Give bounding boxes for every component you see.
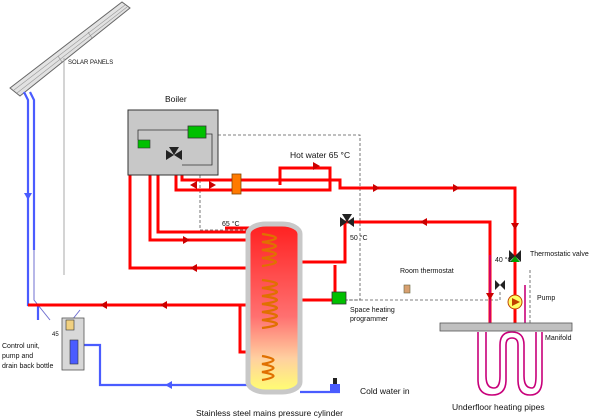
- manifold-label: Manifold: [545, 335, 572, 342]
- cylinder: [245, 221, 303, 395]
- temp-50-label: 50 °C: [350, 234, 368, 242]
- thermostatic-valve-icon: [509, 250, 521, 262]
- solar-panel: [9, 1, 131, 275]
- control-unit-label-line2: pump and: [2, 353, 33, 360]
- room-thermostat-icon: [403, 284, 411, 294]
- pump-icon: [507, 294, 523, 310]
- small-valve-icon: [495, 280, 505, 290]
- hot-water-label: Hot water 65 °C: [290, 150, 350, 160]
- control-unit-small-label: 45: [52, 332, 59, 338]
- cold-pipes-thin: [33, 250, 81, 325]
- programmer-label-line1: Space heating: [350, 307, 395, 314]
- boiler-label: Boiler: [165, 94, 187, 104]
- underfloor-heating-label: Underfloor heating pipes: [452, 402, 545, 412]
- heat-exchanger: [231, 173, 242, 195]
- boiler-indicator: [137, 139, 151, 149]
- flow-arrows: [100, 162, 519, 309]
- boiler-valve-icon: [166, 147, 182, 160]
- temp-40-label: 40 °C: [495, 256, 513, 264]
- cold-flow-arrows: [24, 193, 172, 389]
- underfloor-pipes: [477, 255, 543, 396]
- cylinder-label: Stainless steel mains pressure cylinder: [196, 408, 343, 418]
- solar-panels-label: SOLAR PANELS: [68, 60, 113, 66]
- space-heating-programmer: [331, 291, 347, 305]
- control-wiring: [199, 134, 531, 330]
- boiler: [127, 109, 219, 176]
- three-way-valve-icon: [340, 214, 354, 227]
- room-thermostat-label: Room thermostat: [400, 268, 454, 275]
- cylinder-coils: [261, 232, 279, 382]
- cold-water-valve-icon: [330, 378, 340, 393]
- programmer-label-line2: programmer: [350, 316, 389, 323]
- control-unit-label-line1: Control unit,: [2, 343, 40, 350]
- boiler-control-green: [187, 125, 207, 139]
- thermostatic-valve-label: Thermostatic valve: [530, 251, 589, 258]
- control-unit: [61, 317, 85, 371]
- manifold: [439, 322, 573, 332]
- cold-water-in-label: Cold water in: [360, 386, 410, 396]
- temp-65-label: 65 °C: [222, 220, 240, 228]
- pump-label: Pump: [537, 295, 555, 302]
- control-unit-label-line3: drain back bottle: [2, 363, 53, 370]
